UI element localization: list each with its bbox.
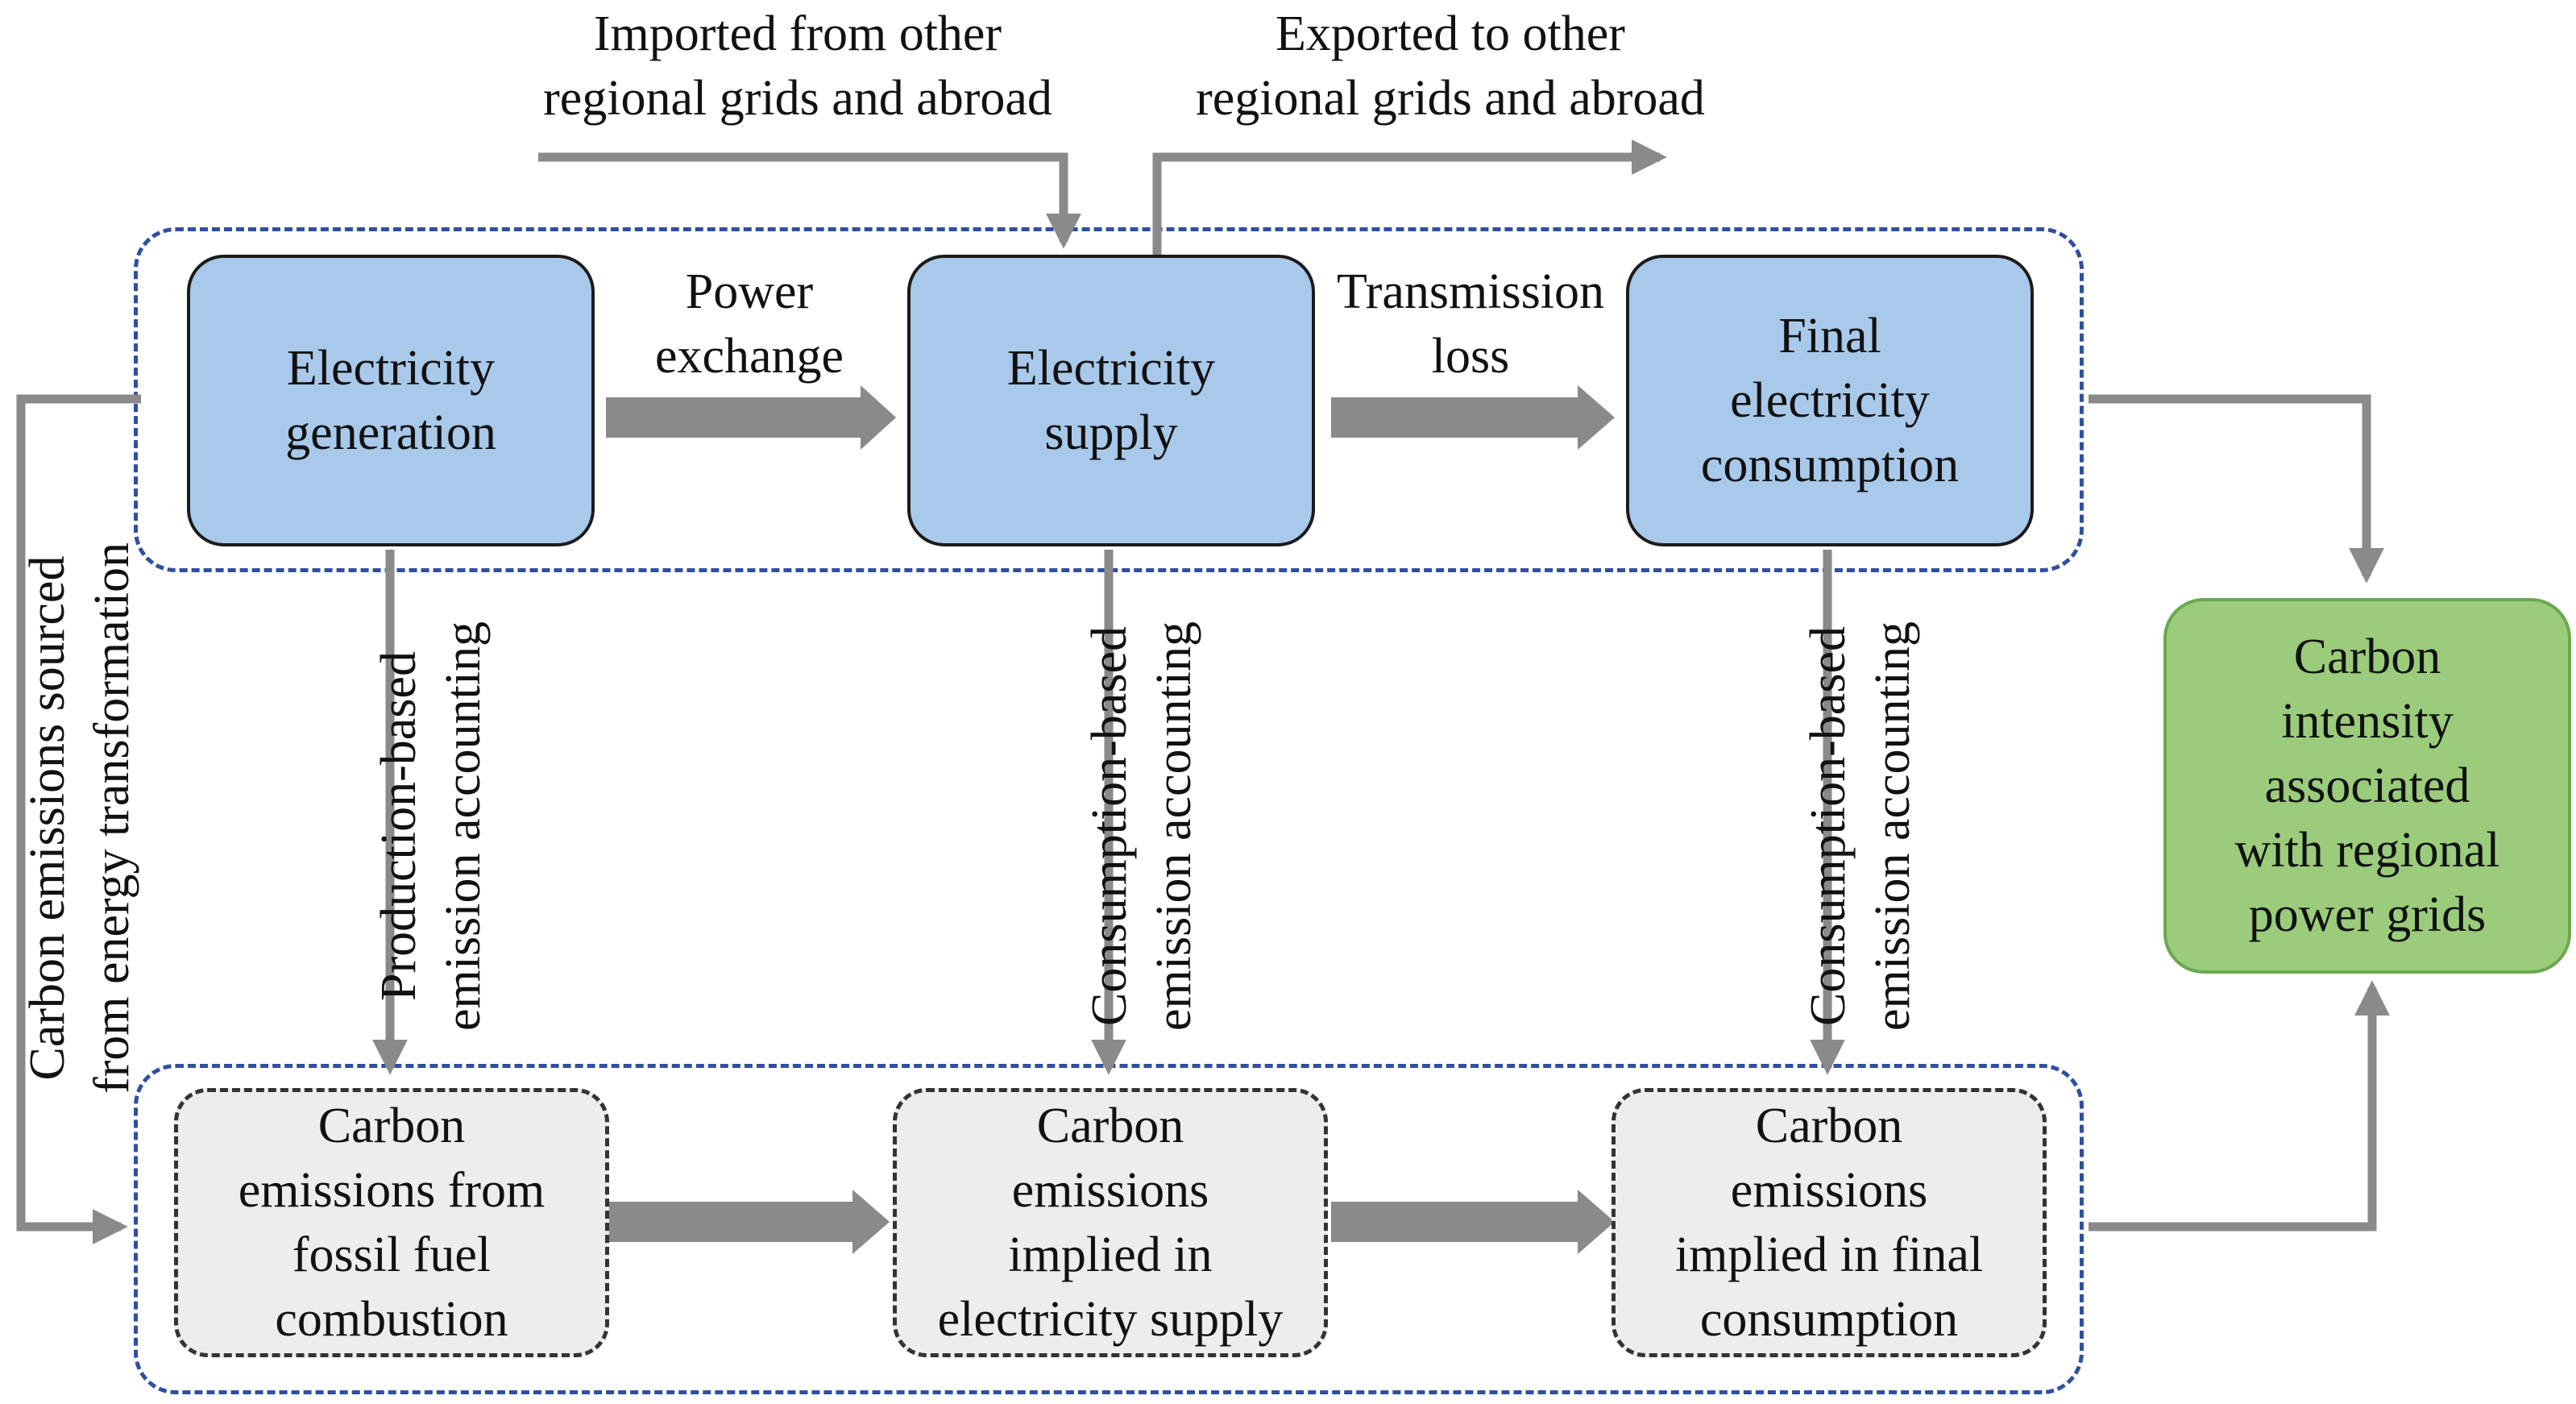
electricity-supply-node: Electricity supply [907,255,1315,546]
emissions-flow-arrow-1-head [852,1190,890,1254]
emissions-flow-arrow-2-shaft [1331,1202,1581,1242]
emissions-fossil-node: Carbon emissions from fossil fuel combus… [174,1088,609,1357]
import-arrow [538,152,1081,249]
emissions-final-node: Carbon emissions implied in final consum… [1612,1088,2047,1357]
imported-label: Imported from other regional grids and a… [543,6,1052,126]
emissions-final-label: Carbon emissions implied in final consum… [1674,1099,1984,1347]
production-based-label: Production-based emission accounting [371,621,491,1031]
carbon-intensity-node: Carbon intensity associated with regiona… [2163,598,2571,974]
carbon-sourced-label: Carbon emissions sourced from energy tra… [20,542,139,1095]
emissions-supply-node: Carbon emissions implied in electricity … [893,1088,1328,1357]
emissions-to-intensity-arrow [2089,980,2390,1232]
transmission-loss-arrow-head [1578,385,1615,450]
exported-label: Exported to other regional grids and abr… [1196,6,1705,126]
transmission-loss-label: Transmission loss [1337,264,1604,384]
electricity-supply-label: Electricity supply [1006,341,1216,460]
emissions-flow-arrow-2-head [1578,1190,1615,1254]
power-exchange-arrow-shaft [606,397,864,438]
export-arrow [1152,139,1667,256]
consumption-based-label-2: Consumption-based emission accounting [1801,621,1920,1031]
emissions-flow-arrow-1-shaft [606,1202,856,1242]
final-consumption-node: Final electricity consumption [1626,255,2034,546]
emissions-fossil-label: Carbon emissions from fossil fuel combus… [238,1099,545,1347]
electricity-generation-node: Electricity generation [187,255,595,546]
carbon-intensity-label: Carbon intensity associated with regiona… [2234,629,2500,942]
final-consumption-label: Final electricity consumption [1700,309,1960,492]
energy-transformation-arrow [16,394,141,1244]
power-exchange-label: Power exchange [654,264,844,384]
transmission-loss-arrow-shaft [1331,397,1581,438]
consumption-to-intensity-arrow [2089,394,2384,584]
power-exchange-arrow-head [861,385,896,450]
electricity-generation-label: Electricity generation [285,341,496,460]
emissions-supply-label: Carbon emissions implied in electricity … [937,1099,1284,1347]
consumption-based-label-1: Consumption-based emission accounting [1082,621,1201,1031]
